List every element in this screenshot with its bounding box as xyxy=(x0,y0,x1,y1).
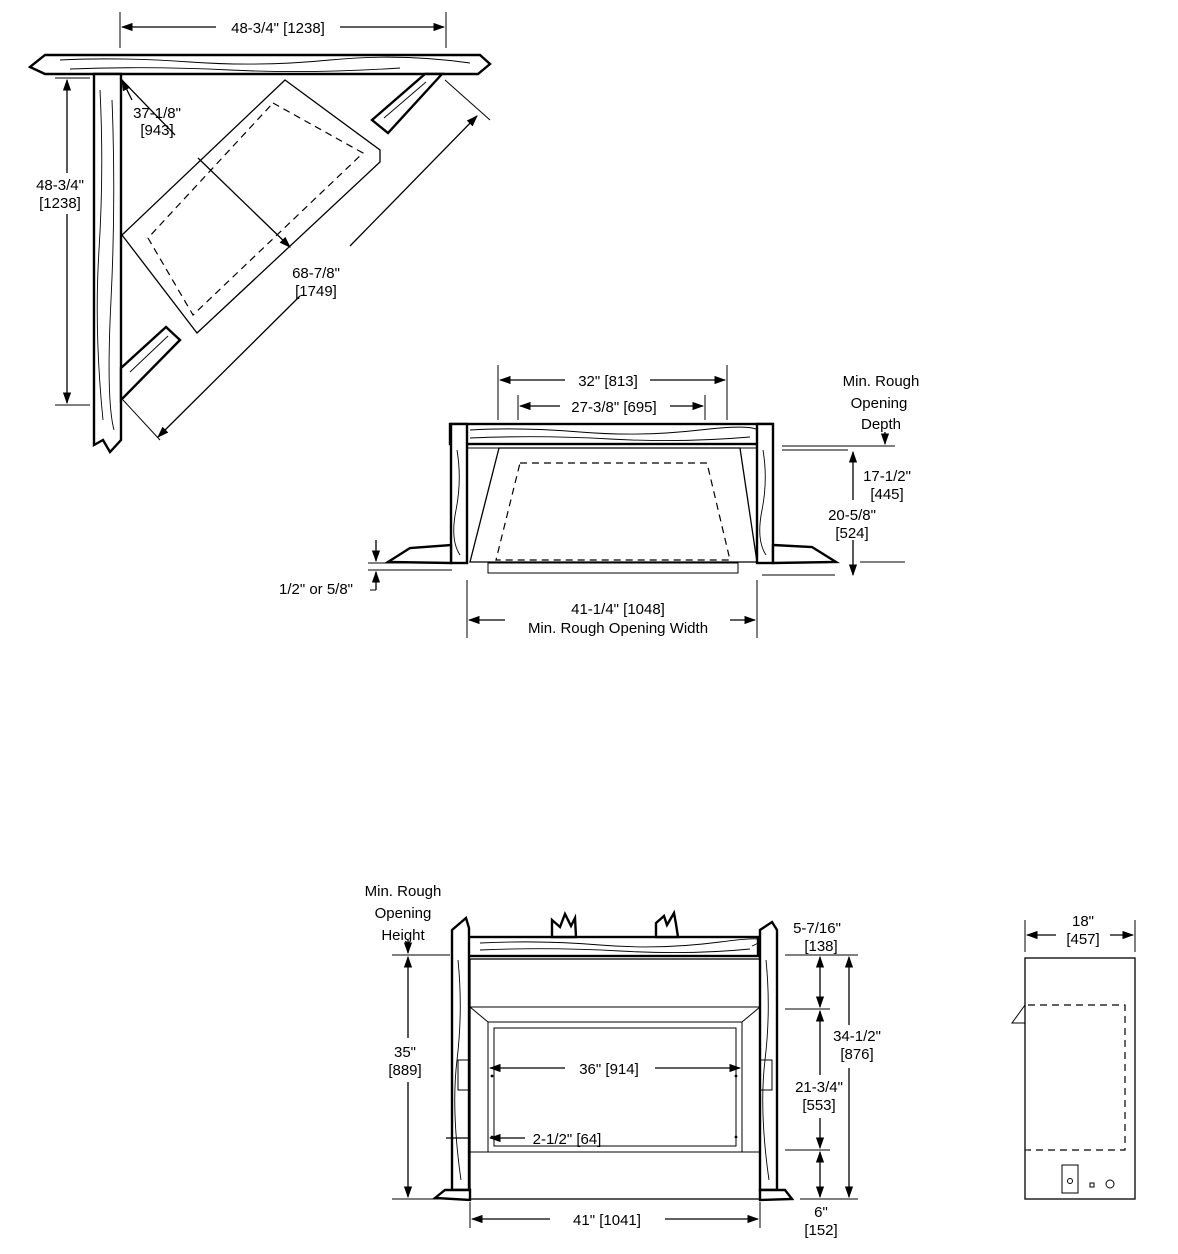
front-height-label-1: Min. Rough xyxy=(365,883,442,900)
plan-width-dim: 41-1/4" [1048] xyxy=(571,601,665,618)
plan-wall-right xyxy=(771,543,841,565)
plan-offset: 1/2" or 5/8" xyxy=(279,581,353,598)
plan-depth-label-2: Opening xyxy=(851,395,908,412)
plan-depth-label-1: Min. Rough xyxy=(843,373,920,390)
corner-block-top xyxy=(370,72,445,135)
plan-view: 32" [813] 27-3/8" [695] Min. Rough Openi… xyxy=(279,365,919,638)
front-total-in: 34-1/2" xyxy=(833,1028,881,1045)
corner-side-depth-mm: [1238] xyxy=(39,195,81,212)
corner-left-timber xyxy=(92,72,123,455)
front-height-label-3: Height xyxy=(381,927,425,944)
side-body xyxy=(1024,957,1136,1200)
front-height-mm: [889] xyxy=(388,1062,421,1079)
corner-diag-mm: [943] xyxy=(140,122,173,139)
front-mid-in: 21-3/4" xyxy=(795,1079,843,1096)
plan-total-depth-in: 20-5/8" xyxy=(828,507,876,524)
plan-depth-in: 17-1/2" xyxy=(863,468,911,485)
corner-diag-in: 37-1/8" xyxy=(133,105,181,122)
front-header-timber xyxy=(466,935,760,958)
front-side-offset: 2-1/2" [64] xyxy=(533,1131,602,1148)
plan-depth-label-3: Depth xyxy=(861,416,901,433)
front-base-right xyxy=(758,1188,795,1202)
side-depth-mm: [457] xyxy=(1066,931,1099,948)
plan-inner-width: 27-3/8" [695] xyxy=(571,399,656,416)
front-top-in: 5-7/16" xyxy=(793,920,841,937)
front-fireplace-body xyxy=(469,958,761,1200)
front-bracket-left xyxy=(457,1059,471,1091)
plan-right-stud xyxy=(755,422,775,565)
front-block-right xyxy=(654,909,680,939)
side-view: 18" [457] xyxy=(1011,913,1136,1200)
front-opening-width: 36" [914] xyxy=(579,1061,639,1078)
front-mid-mm: [553] xyxy=(802,1097,835,1114)
corner-long-diag-in: 68-7/8" xyxy=(292,265,340,282)
front-bottom-mm: [152] xyxy=(804,1222,837,1239)
front-bottom-in: 6" xyxy=(814,1204,828,1221)
plan-total-depth-mm: [524] xyxy=(835,525,868,542)
front-height-label-2: Opening xyxy=(375,905,432,922)
plan-left-stud xyxy=(449,422,469,565)
front-top-mm: [138] xyxy=(804,938,837,955)
front-block-left xyxy=(550,911,578,939)
plan-depth-mm: [445] xyxy=(870,486,903,503)
front-right-stud xyxy=(758,920,779,1192)
front-bracket-right xyxy=(759,1059,773,1091)
plan-hearth-lip xyxy=(487,562,739,574)
front-firebox-opening xyxy=(487,1021,743,1153)
side-valve-box xyxy=(1061,1164,1079,1194)
corner-side-depth-in: 48-3/4" xyxy=(36,177,84,194)
plan-outer-width: 32" [813] xyxy=(578,373,638,390)
front-overall-width: 41" [1041] xyxy=(573,1212,641,1229)
front-height-in: 35" xyxy=(394,1044,416,1061)
front-view: Min. Rough Opening Height 35" [889] 5-7/… xyxy=(365,883,881,1239)
corner-long-diag-mm: [1749] xyxy=(295,283,337,300)
plan-width-label: Min. Rough Opening Width xyxy=(528,620,708,637)
plan-wall-left xyxy=(383,543,453,565)
corner-block-bottom xyxy=(119,325,182,403)
side-depth-in: 18" xyxy=(1072,913,1094,930)
front-left-stud xyxy=(450,915,471,1192)
corner-view: 48-3/4" [1238] 48-3/4" [1238] 37-1/8" [9… xyxy=(27,12,492,455)
corner-top-width: 48-3/4" [1238] xyxy=(231,20,325,37)
plan-fireplace-body xyxy=(469,447,758,563)
front-total-mm: [876] xyxy=(840,1046,873,1063)
